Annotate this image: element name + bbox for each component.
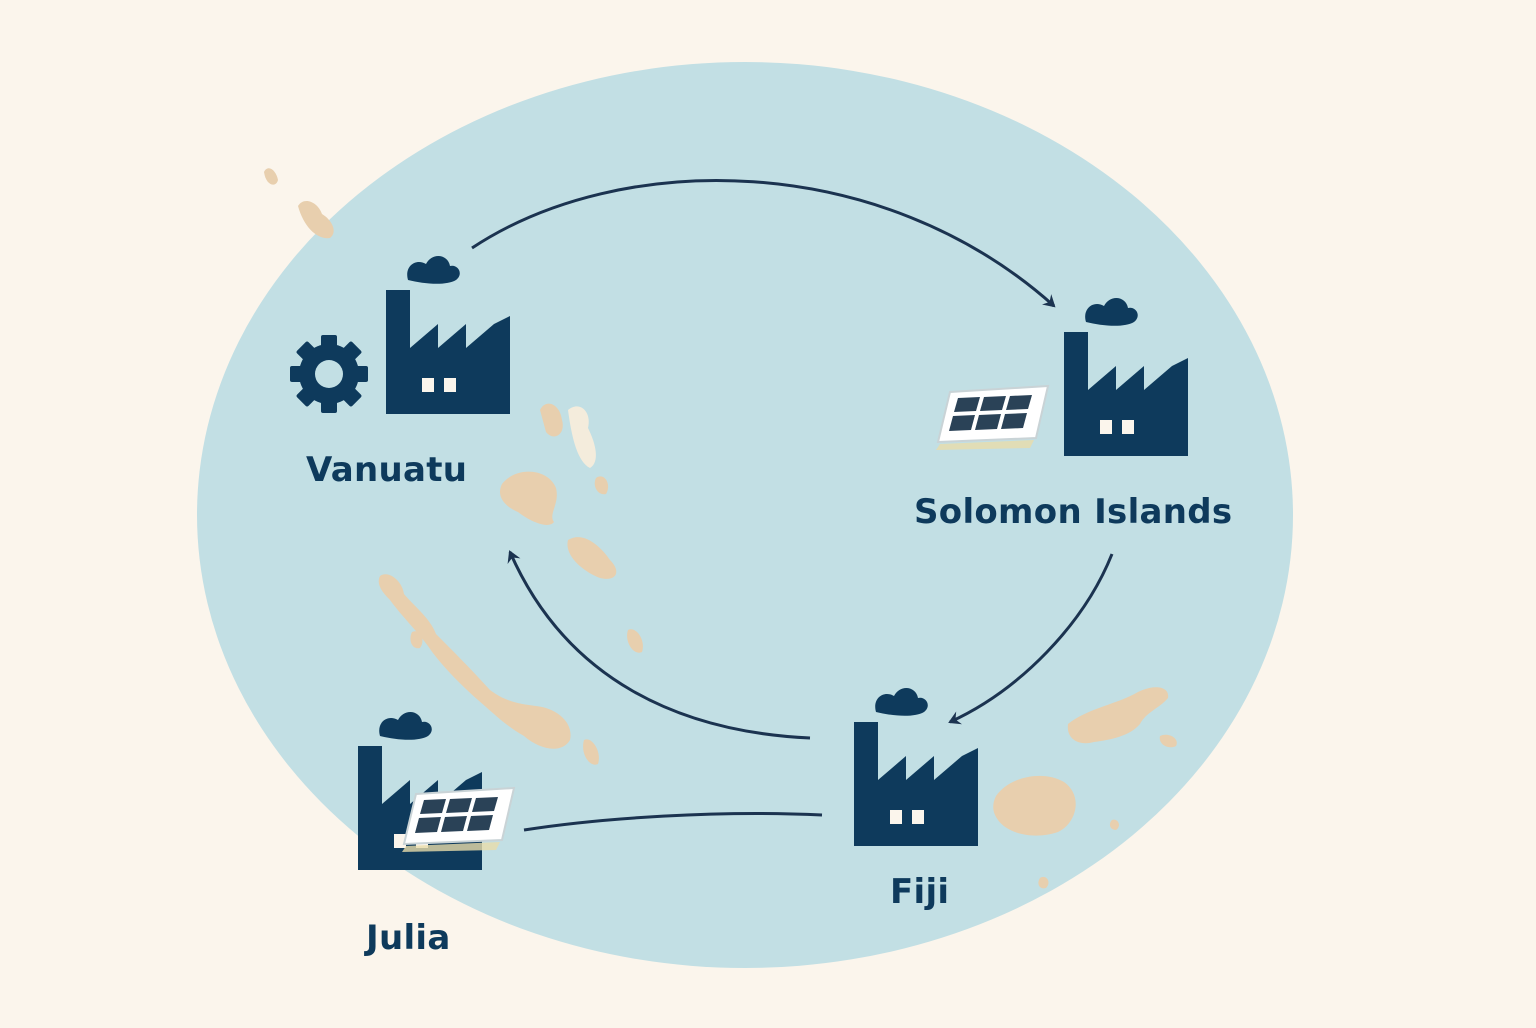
node-label-fiji: Fiji bbox=[890, 872, 950, 912]
island-cluster-top-left bbox=[264, 168, 334, 239]
solar-panel-icon bbox=[935, 385, 1049, 451]
island-cluster-center bbox=[378, 574, 599, 765]
island-cluster-vanuatu bbox=[499, 403, 643, 653]
arrow-fiji-to-vanuatu bbox=[507, 550, 811, 740]
arrow-vanuatu-to-solomon bbox=[471, 179, 1056, 308]
arrow-solomon-to-fiji bbox=[948, 553, 1114, 725]
node-label-julia: Julia bbox=[366, 918, 451, 958]
node-label-solomon-islands: Solomon Islands bbox=[914, 492, 1233, 532]
ocean-disc bbox=[197, 62, 1293, 968]
solar-panel-icon bbox=[401, 787, 515, 853]
node-label-vanuatu: Vanuatu bbox=[306, 450, 468, 490]
gear-icon bbox=[290, 335, 368, 413]
link-julia-to-fiji bbox=[523, 811, 823, 832]
island-cluster-fiji bbox=[993, 687, 1177, 889]
